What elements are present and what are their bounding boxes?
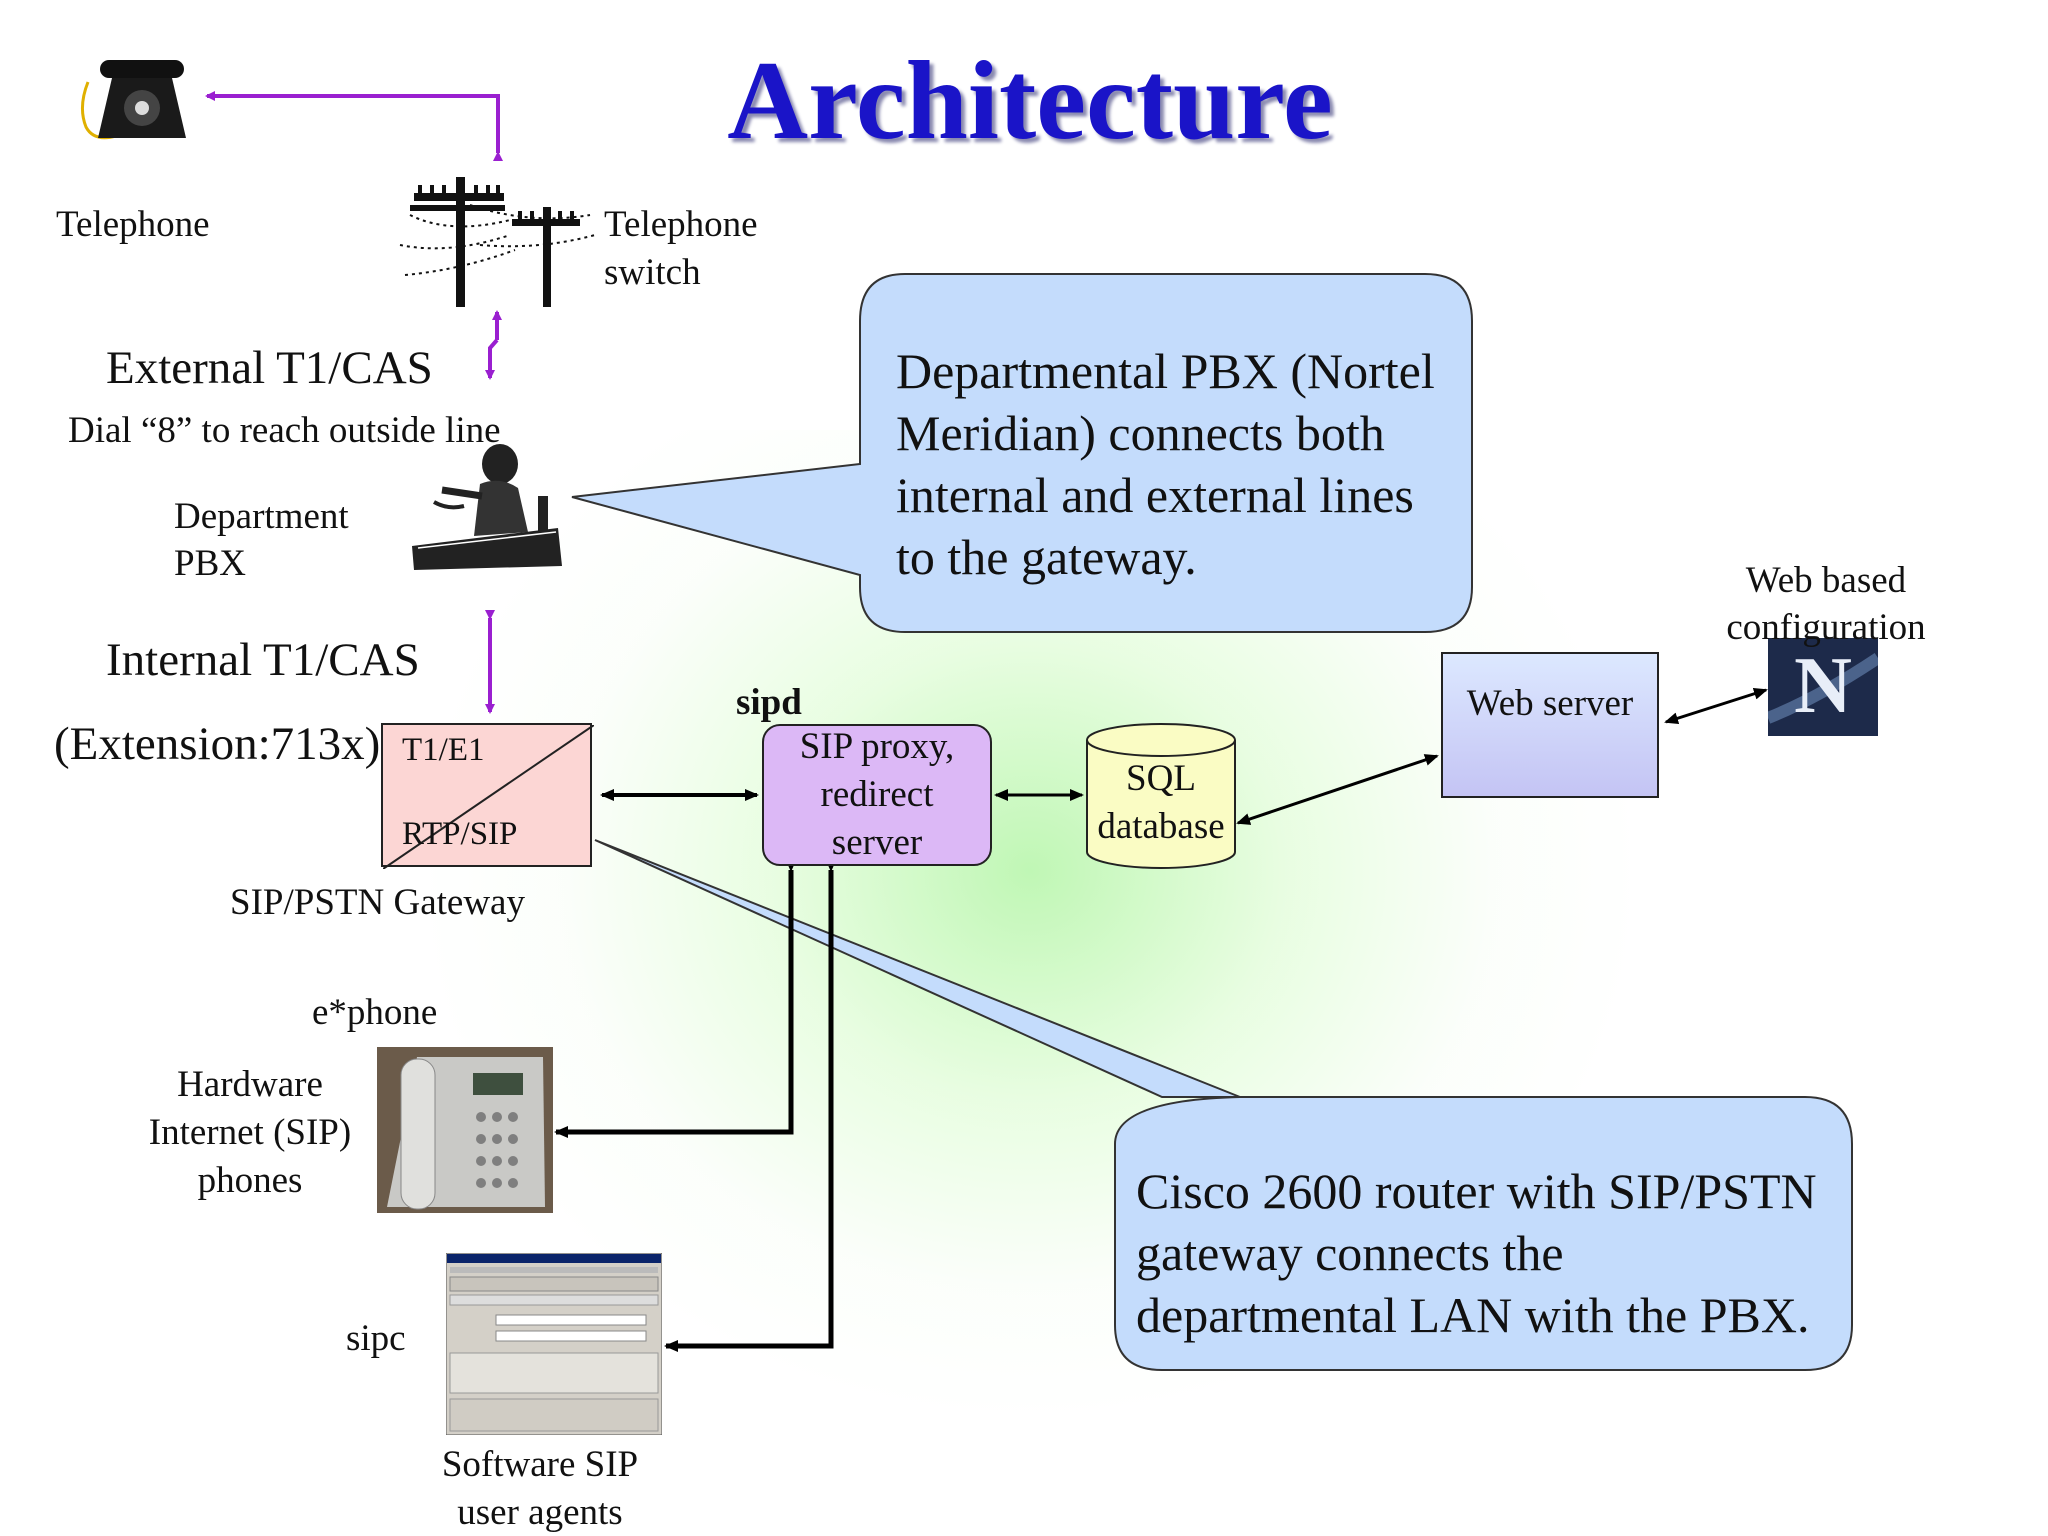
sipd-label: sipd	[736, 682, 802, 723]
telephone-switch-arrow	[205, 91, 503, 161]
department-pbx-label-2: PBX	[174, 543, 246, 584]
pbx-callout-shape	[571, 273, 1473, 633]
external-t1-label: External T1/CAS	[106, 342, 433, 394]
pbx-callout-line-1: Departmental PBX (Nortel	[896, 343, 1435, 399]
telephone-pole-icon	[399, 177, 596, 307]
sql-label-2: database	[1097, 806, 1225, 847]
telephone-switch-label-2: switch	[604, 252, 701, 293]
software-ua-label-1: Software SIP	[441, 1444, 639, 1485]
sql-database-cylinder	[1086, 723, 1236, 869]
sql-web-arrow	[1236, 754, 1439, 825]
web-server-label: Web server	[1466, 683, 1634, 724]
cisco-callout-line-1: Cisco 2600 router with SIP/PSTN	[1136, 1163, 1817, 1219]
software-ua-label-2: user agents	[457, 1492, 623, 1533]
ip-desk-phone-icon	[377, 1047, 553, 1213]
hardware-phones-label-1: Hardware	[177, 1064, 323, 1105]
web-config-label-2: configuration	[1726, 607, 1926, 648]
gateway-caption: SIP/PSTN Gateway	[230, 882, 525, 923]
netscape-n-icon: N	[1768, 638, 1878, 736]
sip-proxy-line-1: SIP proxy,	[799, 725, 955, 767]
extension-label: (Extension:713x)	[54, 718, 381, 770]
sip-proxy-box: SIP proxy, redirect server	[762, 724, 992, 866]
web-config-label-1: Web based	[1745, 560, 1907, 601]
svg-text:N: N	[1794, 642, 1852, 730]
sipc-label: sipc	[346, 1318, 406, 1359]
web-config-arrow	[1664, 687, 1768, 725]
internal-t1-label: Internal T1/CAS	[106, 634, 420, 686]
gateway-rtp-sip-label: RTP/SIP	[402, 816, 518, 852]
pbx-operator-icon	[412, 444, 562, 570]
pbx-callout-text: Departmental PBX (Nortel Meridian) conne…	[896, 340, 1435, 588]
gateway-diagonal	[383, 725, 594, 869]
rotary-telephone-icon	[81, 60, 186, 140]
cisco-callout-line-3: departmental LAN with the PBX.	[1136, 1287, 1810, 1343]
telephone-switch-label-1: Telephone	[604, 204, 758, 245]
cisco-callout-line-2: gateway connects the	[1136, 1225, 1564, 1281]
cisco-callout-shape	[594, 839, 1853, 1371]
sip-proxy-line-2: redirect	[820, 773, 934, 815]
switch-external-arrow	[485, 338, 499, 380]
pbx-callout-line-3: internal and external lines	[896, 467, 1414, 523]
department-pbx-label-1: Department	[174, 496, 349, 537]
dial-8-label: Dial “8” to reach outside line	[68, 410, 501, 451]
gateway-t1-e1-label: T1/E1	[402, 732, 485, 768]
web-server-box: Web server	[1441, 652, 1659, 798]
sip-pstn-gateway-box	[381, 723, 594, 869]
hardware-phones-label-2: Internet (SIP)	[148, 1112, 352, 1153]
ephone-label: e*phone	[312, 992, 438, 1033]
pbx-callout-line-4: to the gateway.	[896, 529, 1197, 585]
cisco-callout-text: Cisco 2600 router with SIP/PSTN gateway …	[1136, 1160, 1817, 1346]
sip-sipc-arrow	[664, 858, 837, 1352]
telephone-label: Telephone	[56, 204, 210, 245]
sipc-window-icon	[446, 1253, 662, 1435]
sql-label-1: SQL	[1126, 758, 1196, 799]
page-title: Architecture	[727, 39, 1333, 163]
pbx-callout-line-2: Meridian) connects both	[896, 405, 1385, 461]
sip-proxy-line-3: server	[831, 822, 923, 864]
hardware-phones-label-3: phones	[197, 1160, 303, 1201]
